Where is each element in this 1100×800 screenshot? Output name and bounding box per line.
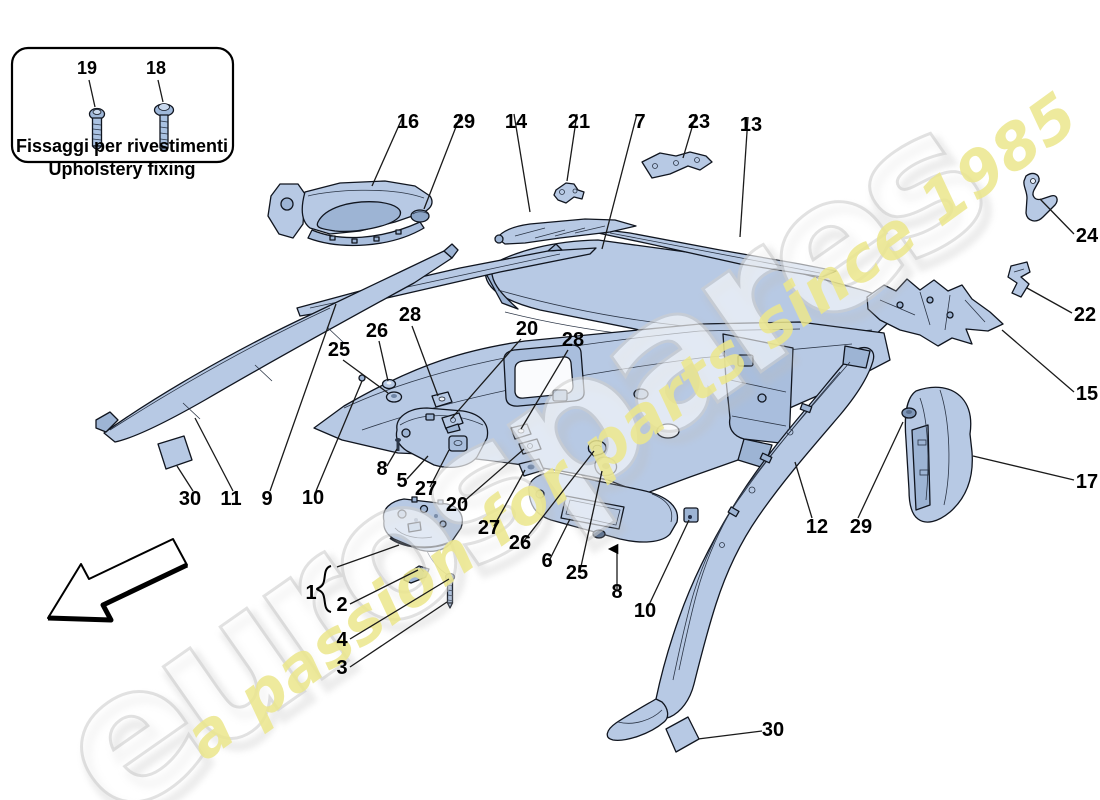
callout-20b[interactable]: 20 xyxy=(446,494,468,516)
part-6-sun-visor-right[interactable] xyxy=(528,472,679,543)
callout-10[interactable]: 10 xyxy=(302,487,324,509)
callout-17[interactable]: 17 xyxy=(1076,471,1098,493)
callout-25b[interactable]: 25 xyxy=(566,562,588,584)
callout-11[interactable]: 11 xyxy=(220,488,241,510)
callout-27[interactable]: 27 xyxy=(415,478,437,500)
part-25-hook-right[interactable] xyxy=(594,456,618,477)
part-16-shelf-trim[interactable] xyxy=(267,180,433,247)
part-11-a-pillar-trim[interactable] xyxy=(95,243,459,443)
part-3-4-screw[interactable] xyxy=(444,572,456,609)
callout-8[interactable]: 8 xyxy=(376,458,387,480)
callout-23[interactable]: 23 xyxy=(688,111,710,133)
part-29-grommet-left[interactable] xyxy=(410,209,430,223)
legend-title-italian: Fissaggi per rivestimenti xyxy=(16,136,228,156)
part-15-pillar-trim[interactable] xyxy=(866,278,1004,347)
callout-28[interactable]: 28 xyxy=(399,304,421,326)
direction-arrow xyxy=(47,538,189,623)
callout-16[interactable]: 16 xyxy=(397,111,419,133)
callout-14[interactable]: 14 xyxy=(505,111,528,133)
part-17-quarter-trim[interactable] xyxy=(904,386,973,523)
callout-5[interactable]: 5 xyxy=(396,470,407,492)
callout-12[interactable]: 12 xyxy=(806,516,828,538)
legend-screw-label-19: 19 xyxy=(77,58,97,78)
callout-15[interactable]: 15 xyxy=(1076,383,1098,405)
callout-labels: 16 29 14 21 7 23 13 24 22 15 17 12 29 30… xyxy=(179,111,1099,741)
callout-27b[interactable]: 27 xyxy=(478,517,500,539)
part-22-clip[interactable] xyxy=(1007,261,1031,298)
callout-25[interactable]: 25 xyxy=(328,339,350,361)
part-12-b-pillar-trim[interactable] xyxy=(606,345,875,741)
legend-screw-label-18: 18 xyxy=(146,58,166,78)
callout-20[interactable]: 20 xyxy=(516,318,538,340)
part-20-clip-a[interactable] xyxy=(441,412,464,434)
callout-26b[interactable]: 26 xyxy=(509,532,531,554)
callout-24[interactable]: 24 xyxy=(1076,225,1099,247)
callout-10b[interactable]: 10 xyxy=(634,600,656,622)
callout-2[interactable]: 2 xyxy=(336,594,347,616)
callout-7[interactable]: 7 xyxy=(634,111,645,133)
part-14-header-strip[interactable] xyxy=(494,218,637,245)
part-1-roof-console[interactable] xyxy=(382,496,463,576)
callout-26[interactable]: 26 xyxy=(366,320,388,342)
callout-8b[interactable]: 8 xyxy=(611,581,622,603)
callout-30[interactable]: 30 xyxy=(179,488,201,510)
callout-13[interactable]: 13 xyxy=(740,114,762,136)
part-28-clip-a[interactable] xyxy=(431,391,453,408)
part-5-sun-visor-left[interactable] xyxy=(395,407,489,468)
part-23-bracket[interactable] xyxy=(641,151,713,179)
part-26-clip-left[interactable] xyxy=(381,378,397,390)
callout-9[interactable]: 9 xyxy=(261,488,272,510)
part-21-bracket[interactable] xyxy=(553,182,585,204)
part-27-clip-b[interactable] xyxy=(518,458,545,477)
part-8-pin-left[interactable] xyxy=(395,438,401,451)
part-2-bracket[interactable] xyxy=(403,565,430,584)
legend-box: 19 18 Fissaggi per rivestimenti Upholste… xyxy=(10,46,235,179)
screw-19-icon xyxy=(88,107,106,150)
screw-18-icon xyxy=(153,103,175,152)
group-brace xyxy=(315,565,332,613)
part-24-bracket[interactable] xyxy=(1023,172,1058,222)
callout-22[interactable]: 22 xyxy=(1074,304,1096,326)
part-25-clip-left[interactable] xyxy=(385,391,403,403)
callout-3[interactable]: 3 xyxy=(336,657,347,679)
callout-21[interactable]: 21 xyxy=(568,111,590,133)
leader-lines xyxy=(176,113,1075,740)
callout-6[interactable]: 6 xyxy=(541,550,552,572)
legend-title-english: Upholstery fixing xyxy=(48,159,195,179)
part-30-pad-left[interactable] xyxy=(157,435,193,470)
callout-30b[interactable]: 30 xyxy=(762,719,784,741)
part-30-pad-bottom[interactable] xyxy=(665,716,700,753)
part-13-roof-trim-strip[interactable] xyxy=(597,228,837,278)
callout-4[interactable]: 4 xyxy=(336,629,348,651)
part-28-clip-b[interactable] xyxy=(510,423,532,440)
callout-29b[interactable]: 29 xyxy=(850,516,872,538)
callout-29[interactable]: 29 xyxy=(453,111,475,133)
callout-28b[interactable]: 28 xyxy=(562,329,584,351)
callout-1[interactable]: 1 xyxy=(305,582,316,604)
part-29-grommet-right[interactable] xyxy=(901,407,917,419)
